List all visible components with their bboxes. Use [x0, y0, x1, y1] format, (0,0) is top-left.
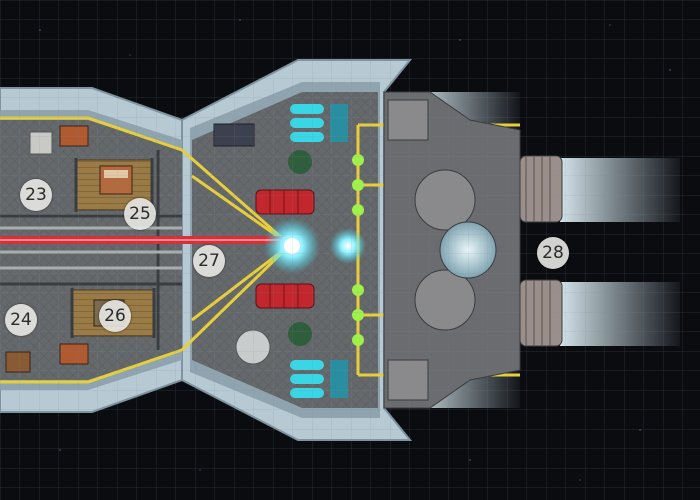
room-label-28: 28 — [537, 237, 569, 269]
room-label-26: 26 — [99, 300, 131, 332]
room-label-25: 25 — [124, 198, 156, 230]
room-label-27: 27 — [193, 245, 225, 277]
room-label-24: 24 — [5, 304, 37, 336]
room-label-23: 23 — [20, 179, 52, 211]
